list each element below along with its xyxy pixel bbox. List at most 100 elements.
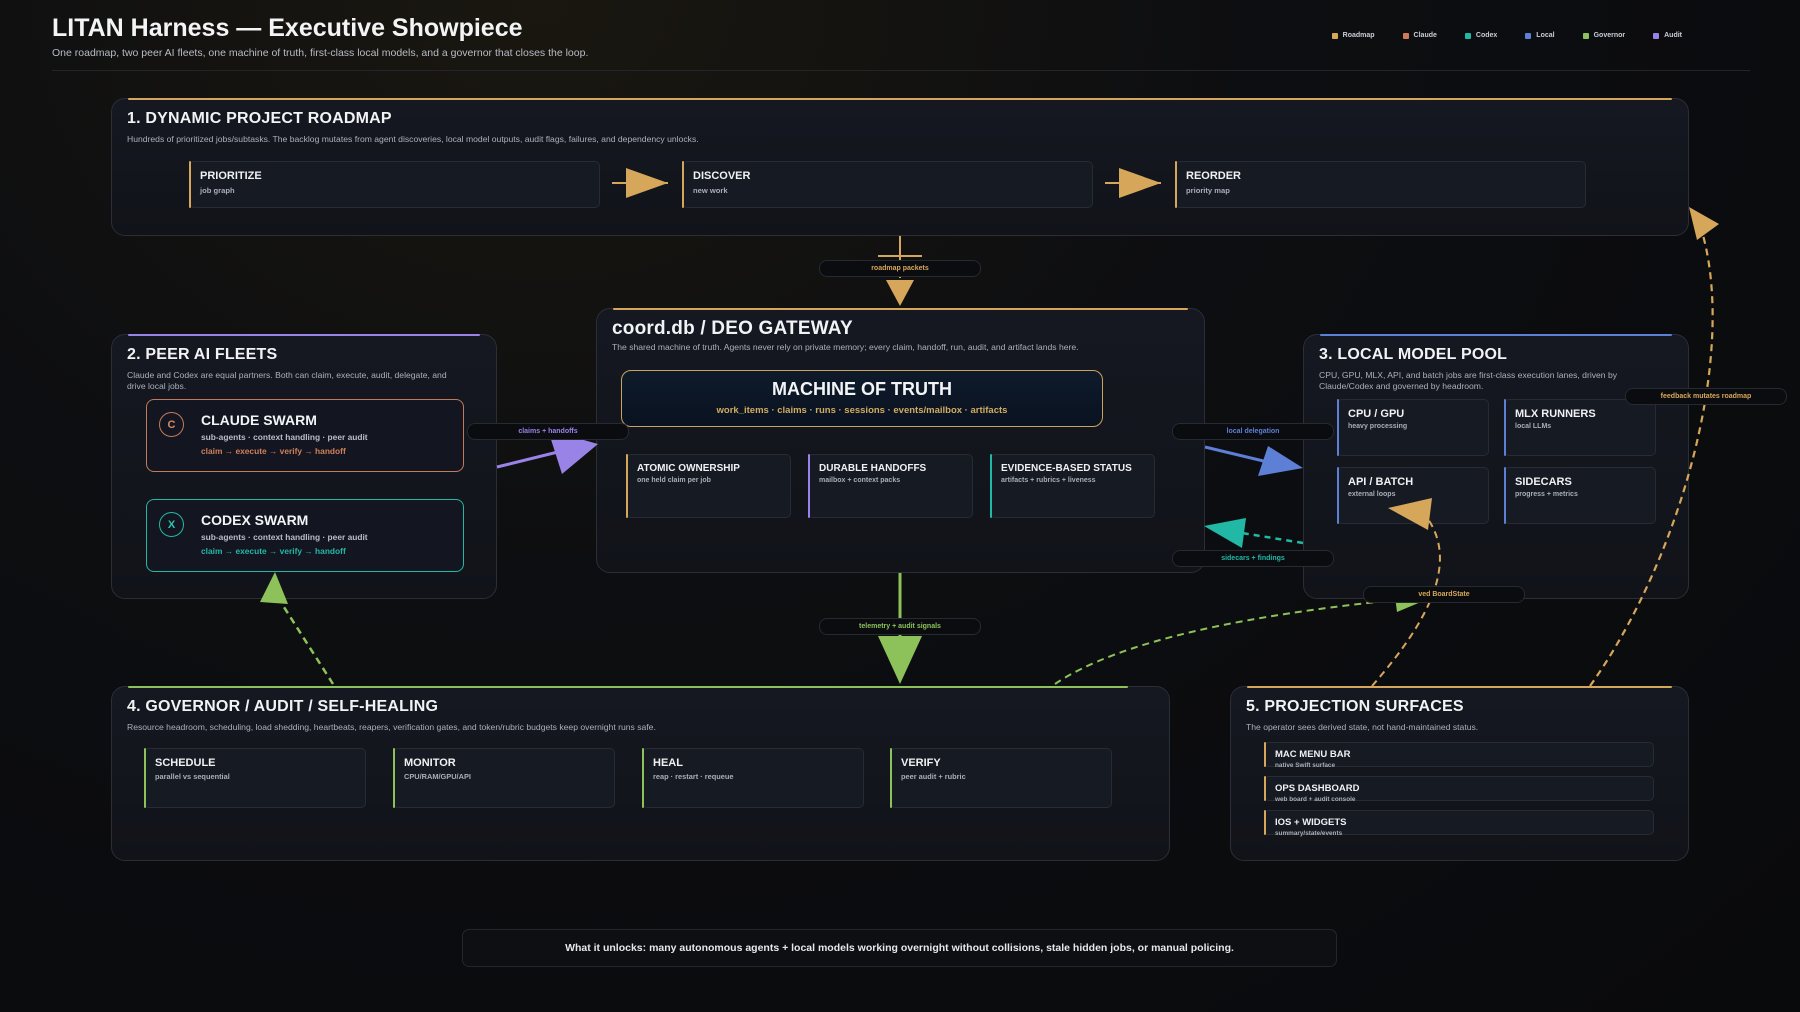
gateway-panel: coord.db / DEO GATEWAY The shared machin… [596, 308, 1205, 573]
card-subtitle: new work [693, 186, 728, 195]
card-accent [1337, 399, 1339, 456]
card-title: MAC MENU BAR [1275, 749, 1351, 760]
gateway-desc: The shared machine of truth. Agents neve… [612, 342, 1079, 352]
ops-dashboard-card[interactable]: OPS DASHBOARD web board + audit console [1264, 776, 1654, 803]
governor-boardstate-connector [1054, 599, 1396, 685]
card-accent [808, 454, 810, 518]
gateway-topline [613, 308, 1188, 310]
evidence-status-card[interactable]: EVIDENCE-BASED STATUS artifacts + rubric… [990, 454, 1155, 518]
card-title: MONITOR [404, 757, 456, 769]
claude-icon: C [159, 412, 184, 437]
card-title: OPS DASHBOARD [1275, 783, 1360, 794]
governor-desc: Resource headroom, scheduling, load shed… [127, 722, 656, 732]
cpu-gpu-card[interactable]: CPU / GPU heavy processing [1337, 399, 1489, 456]
card-accent [1264, 810, 1266, 835]
legend-label: Local [1536, 32, 1555, 39]
card-title: REORDER [1186, 170, 1242, 182]
card-subtitle: local LLMs [1515, 423, 1552, 430]
card-title: SIDECARS [1515, 476, 1572, 488]
roadmap-step-reorder[interactable]: REORDER priority map [1175, 161, 1586, 208]
legend-item-local: Local [1525, 32, 1555, 39]
card-title: MLX RUNNERS [1515, 408, 1596, 420]
mlx-runners-card[interactable]: MLX RUNNERS local LLMs [1504, 399, 1656, 456]
fleets-title: 2. PEER AI FLEETS [127, 346, 278, 363]
claude-swarm-card[interactable]: C CLAUDE SWARM sub-agents · context hand… [146, 399, 464, 472]
legend-item-codex: Codex [1464, 32, 1497, 39]
claude-swarm-flow: claim → execute → verify → handoff [201, 446, 346, 456]
claims-handoffs-pill: claims + handoffs [467, 423, 629, 440]
roadmap-step-prioritize[interactable]: PRIORITIZE job graph [189, 161, 600, 208]
local-delegation-pill: local delegation [1172, 423, 1334, 440]
card-title: ATOMIC OWNERSHIP [637, 463, 740, 474]
card-subtitle: CPU/RAM/GPU/API [404, 772, 471, 781]
feedback-pill: feedback mutates roadmap [1625, 388, 1787, 405]
card-subtitle: summary/state/events [1275, 830, 1343, 837]
card-accent [1504, 467, 1506, 524]
arrowhead [886, 280, 914, 306]
legend-item-audit: Audit [1653, 32, 1682, 39]
schedule-card[interactable]: SCHEDULE parallel vs sequential [144, 748, 366, 808]
projection-topline [1247, 686, 1672, 688]
gateway-title: coord.db / DEO GATEWAY [612, 318, 853, 339]
card-accent [144, 748, 146, 808]
footer-banner: What it unlocks: many autonomous agents … [462, 929, 1337, 967]
atomic-ownership-card[interactable]: ATOMIC OWNERSHIP one held claim per job [626, 454, 791, 518]
durable-handoffs-card[interactable]: DURABLE HANDOFFS mailbox + context packs [808, 454, 973, 518]
local-desc: CPU, GPU, MLX, API, and batch jobs are f… [1319, 370, 1618, 391]
arrowhead [1388, 498, 1432, 530]
boardstate-pill: ved BoardState [1363, 586, 1525, 603]
legend-swatch [1331, 32, 1338, 39]
monitor-card[interactable]: MONITOR CPU/RAM/GPU/API [393, 748, 615, 808]
local-title: 3. LOCAL MODEL POOL [1319, 346, 1508, 363]
sidecars-card[interactable]: SIDECARS progress + metrics [1504, 467, 1656, 524]
card-accent [189, 161, 191, 208]
roadmap-panel: 1. DYNAMIC PROJECT ROADMAP Hundreds of p… [111, 98, 1689, 236]
heal-card[interactable]: HEAL reap · restart · requeue [642, 748, 864, 808]
arrowhead [626, 168, 668, 198]
card-title: EVIDENCE-BASED STATUS [1001, 463, 1132, 474]
arrowhead [260, 572, 288, 604]
legend-item-claude: Claude [1402, 32, 1437, 39]
claude-swarm-sub: sub-agents · context handling · peer aud… [201, 432, 368, 442]
card-title: API / BATCH [1348, 476, 1414, 488]
projection-desc: The operator sees derived state, not han… [1246, 722, 1479, 732]
card-accent [1264, 776, 1266, 801]
fleets-desc: Claude and Codex are equal partners. Bot… [127, 370, 447, 391]
card-accent [890, 748, 892, 808]
legend-swatch [1464, 32, 1471, 39]
card-accent [1264, 742, 1266, 767]
governor-topline [128, 686, 1128, 688]
local-pool-panel: 3. LOCAL MODEL POOL CPU, GPU, MLX, API, … [1303, 334, 1689, 599]
machine-of-truth-sub: work_items · claims · runs · sessions · … [716, 405, 1008, 416]
machine-of-truth-title: MACHINE OF TRUTH [772, 379, 952, 399]
fleets-panel: 2. PEER AI FLEETS Claude and Codex are e… [111, 334, 497, 599]
roadmap-desc: Hundreds of prioritized jobs/subtasks. T… [127, 134, 699, 144]
card-accent [626, 454, 628, 518]
fleets-topline [128, 334, 480, 336]
ios-widgets-card[interactable]: IOS + WIDGETS summary/state/events [1264, 810, 1654, 837]
card-accent [393, 748, 395, 808]
verify-card[interactable]: VERIFY peer audit + rubric [890, 748, 1112, 808]
claude-swarm-title: CLAUDE SWARM [201, 412, 317, 428]
legend-swatch [1525, 32, 1532, 39]
roadmap-step-discover[interactable]: DISCOVER new work [682, 161, 1093, 208]
card-title: PRIORITIZE [200, 170, 262, 182]
arrowhead [548, 430, 598, 474]
card-subtitle: native Swift surface [1275, 762, 1336, 769]
card-subtitle: progress + metrics [1515, 491, 1578, 498]
arrowhead [1204, 518, 1246, 548]
arrowhead [1119, 168, 1161, 198]
roadmap-packets-pill: roadmap packets [819, 260, 981, 277]
arrowhead [1258, 446, 1303, 476]
codex-swarm-title: CODEX SWARM [201, 512, 309, 528]
mac-menu-bar-card[interactable]: MAC MENU BAR native Swift surface [1264, 742, 1654, 769]
card-subtitle: external loops [1348, 491, 1396, 498]
codex-swarm-card[interactable]: X CODEX SWARM sub-agents · context handl… [146, 499, 464, 572]
card-title: HEAL [653, 757, 683, 769]
legend-label: Governor [1593, 32, 1626, 39]
codex-swarm-flow: claim → execute → verify → handoff [201, 546, 346, 556]
legend-item-governor: Governor [1582, 32, 1626, 39]
legend-label: Roadmap [1342, 32, 1375, 39]
machine-of-truth-box[interactable]: MACHINE OF TRUTH work_items · claims · r… [621, 370, 1103, 427]
legend-swatch [1582, 32, 1589, 39]
